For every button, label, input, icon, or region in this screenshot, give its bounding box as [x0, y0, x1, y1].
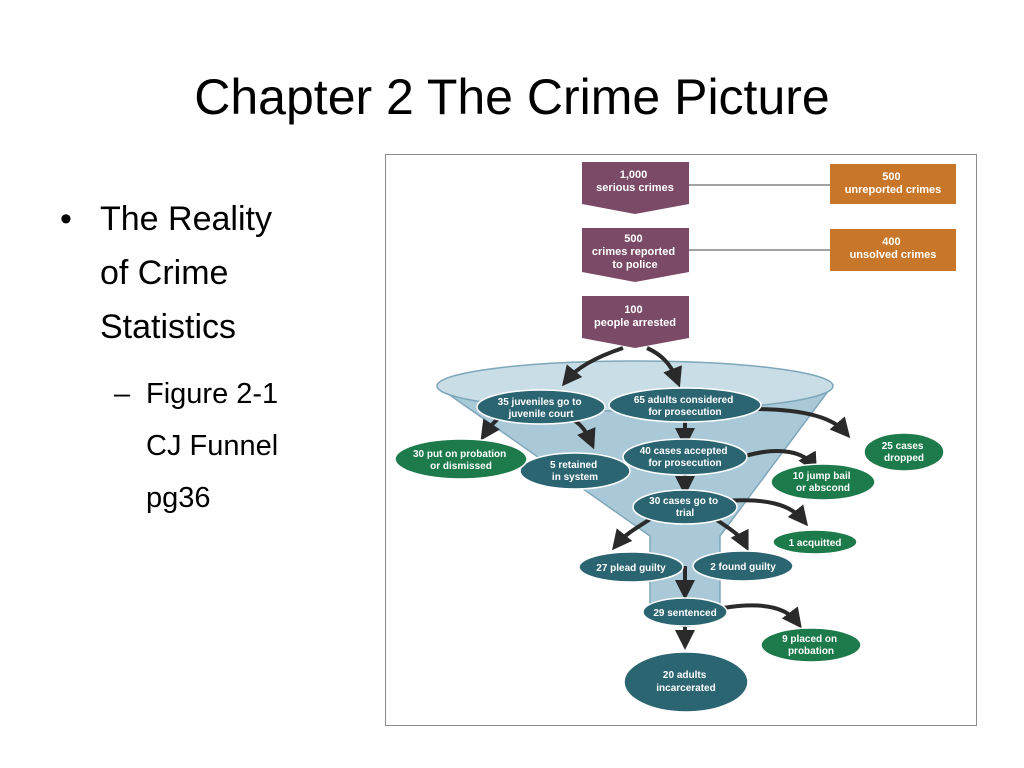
crime-count-box	[582, 162, 689, 214]
incarcerated-node	[623, 651, 749, 713]
accepted-label: 40 cases accepted	[640, 446, 728, 457]
svg-text:1,000 serious crimes: 1,000 serious crimes	[596, 169, 674, 194]
probation-dismissed-label: 30 put on probation	[413, 449, 506, 460]
jump-bail-label-2: or abscond	[796, 483, 850, 494]
placed-probation-node	[760, 627, 862, 663]
unreported-count: 500	[882, 171, 900, 183]
incarcerated-label: 20 adults	[663, 670, 707, 681]
trial-label: 30 cases go to	[649, 496, 718, 507]
arrow	[752, 407, 851, 439]
dash-icon: –	[114, 378, 131, 410]
plead-guilty-node	[578, 551, 684, 583]
dropped-label-2: dropped	[884, 453, 924, 464]
adults-label-2: for prosecution	[648, 407, 721, 418]
bullet-line: Statistics	[100, 308, 237, 346]
svg-text:65 adults considered for p: 65 adults considered for prosecution	[634, 395, 736, 418]
reported-crimes-label-2: to police	[612, 259, 657, 271]
svg-text:500 unreported crimes: 500 unreported crimes	[845, 171, 942, 196]
trial-node	[632, 489, 738, 525]
jump-bail-node	[770, 463, 876, 501]
svg-text:500 crimes reported to: 500 crimes reported to police	[592, 233, 678, 271]
trial-label-2: trial	[676, 508, 695, 519]
placed-probation-label: 9 placed on	[782, 634, 837, 645]
crime-count-box	[582, 296, 689, 348]
arrow	[744, 449, 817, 473]
arrested-count: 100	[624, 304, 642, 316]
dropped-node	[863, 432, 945, 472]
flow-arrows	[480, 346, 851, 650]
adults-label: 65 adults considered	[634, 395, 733, 406]
unsolved-label: unsolved crimes	[850, 249, 937, 261]
unsolved-crimes-box	[830, 229, 956, 271]
acquitted-label: 1 acquitted	[789, 538, 842, 549]
svg-text:40 cases accepted for pros: 40 cases accepted for prosecution	[640, 446, 731, 469]
unsolved-count: 400	[882, 236, 900, 248]
arrow	[722, 603, 802, 629]
reported-crimes-label: crimes reported	[592, 246, 675, 258]
svg-text:27 plead guilty: 27 plead guilty	[596, 563, 666, 574]
placed-probation-label-2: probation	[788, 646, 834, 657]
serious-crimes-count: 1,000	[620, 169, 648, 181]
reported-crimes-count: 500	[624, 233, 642, 245]
bullet-list: • The Reality of Crime Statistics – Figu…	[60, 192, 360, 524]
acquitted-node	[772, 529, 858, 555]
svg-text:100 people arrested: 100 people arrested	[594, 304, 676, 329]
accepted-node	[622, 438, 748, 476]
svg-text:2 found guilty: 2 found guilty	[710, 562, 776, 573]
jump-bail-label: 10 jump bail	[793, 471, 851, 482]
dropped-label: 25 cases	[882, 441, 924, 452]
svg-text:35 juveniles go to juvenil: 35 juveniles go to juvenile court	[498, 397, 585, 420]
bullet-line: of Crime	[100, 254, 229, 292]
svg-text:5 retained in system: 5 retained in system	[550, 460, 600, 483]
bullet-line: The Reality	[100, 200, 272, 238]
sentenced-label: 29 sentenced	[653, 608, 716, 619]
arrested-label: people arrested	[594, 317, 676, 329]
svg-text:20 adults incarcerated: 20 adults incarcerated	[656, 670, 715, 694]
arrow	[724, 498, 809, 527]
sub-bullet-line: CJ Funnel	[146, 430, 279, 462]
serious-crimes-label: serious crimes	[596, 182, 674, 194]
arrow	[561, 346, 624, 387]
unreported-crimes-box	[830, 164, 956, 204]
retained-label: 5 retained	[550, 460, 597, 471]
juveniles-label: 35 juveniles go to	[498, 397, 582, 408]
cj-funnel-figure: 1,000 serious crimes 500 crimes reported…	[385, 154, 977, 726]
svg-text:29 sentenced: 29 sentenced	[653, 608, 716, 619]
unreported-label: unreported crimes	[845, 184, 942, 196]
sub-bullet-line: Figure 2-1	[146, 378, 279, 410]
juveniles-node	[476, 389, 606, 425]
probation-dismissed-node	[394, 438, 528, 480]
found-guilty-node	[692, 550, 794, 582]
svg-text:30 cases go to trial: 30 cases go to trial	[649, 496, 721, 519]
svg-text:1 acquitted: 1 acquitted	[789, 538, 842, 549]
retained-label-2: in system	[552, 472, 598, 483]
svg-text:9 placed on probation: 9 placed on probation	[782, 634, 840, 657]
juveniles-label-2: juvenile court	[507, 409, 574, 420]
svg-text:10 jump bail or abscond: 10 jump bail or abscond	[793, 471, 854, 494]
crime-count-box	[582, 228, 689, 282]
bullet-dot-icon: •	[60, 200, 72, 238]
sub-bullet-line: pg36	[146, 482, 211, 514]
sub-bullet-item: – Figure 2-1 CJ Funnel pg36	[60, 368, 360, 524]
bullet-item: • The Reality of Crime Statistics	[60, 192, 360, 354]
slide-title: Chapter 2 The Crime Picture	[194, 69, 830, 125]
adults-node	[608, 387, 762, 423]
plead-guilty-label: 27 plead guilty	[596, 563, 666, 574]
found-guilty-label: 2 found guilty	[710, 562, 776, 573]
accepted-label-2: for prosecution	[648, 458, 721, 469]
arrow	[646, 346, 682, 388]
probation-dismissed-label-2: or dismissed	[430, 461, 492, 472]
incarcerated-label-2: incarcerated	[656, 683, 715, 694]
svg-text:25 cases dropped: 25 cases dropped	[882, 441, 927, 464]
retained-node	[519, 452, 631, 490]
svg-text:30 put on probation or dis: 30 put on probation or dismissed	[413, 449, 509, 472]
svg-text:400 unsolved crimes: 400 unsolved crimes	[850, 236, 937, 261]
sentenced-node	[642, 597, 728, 627]
